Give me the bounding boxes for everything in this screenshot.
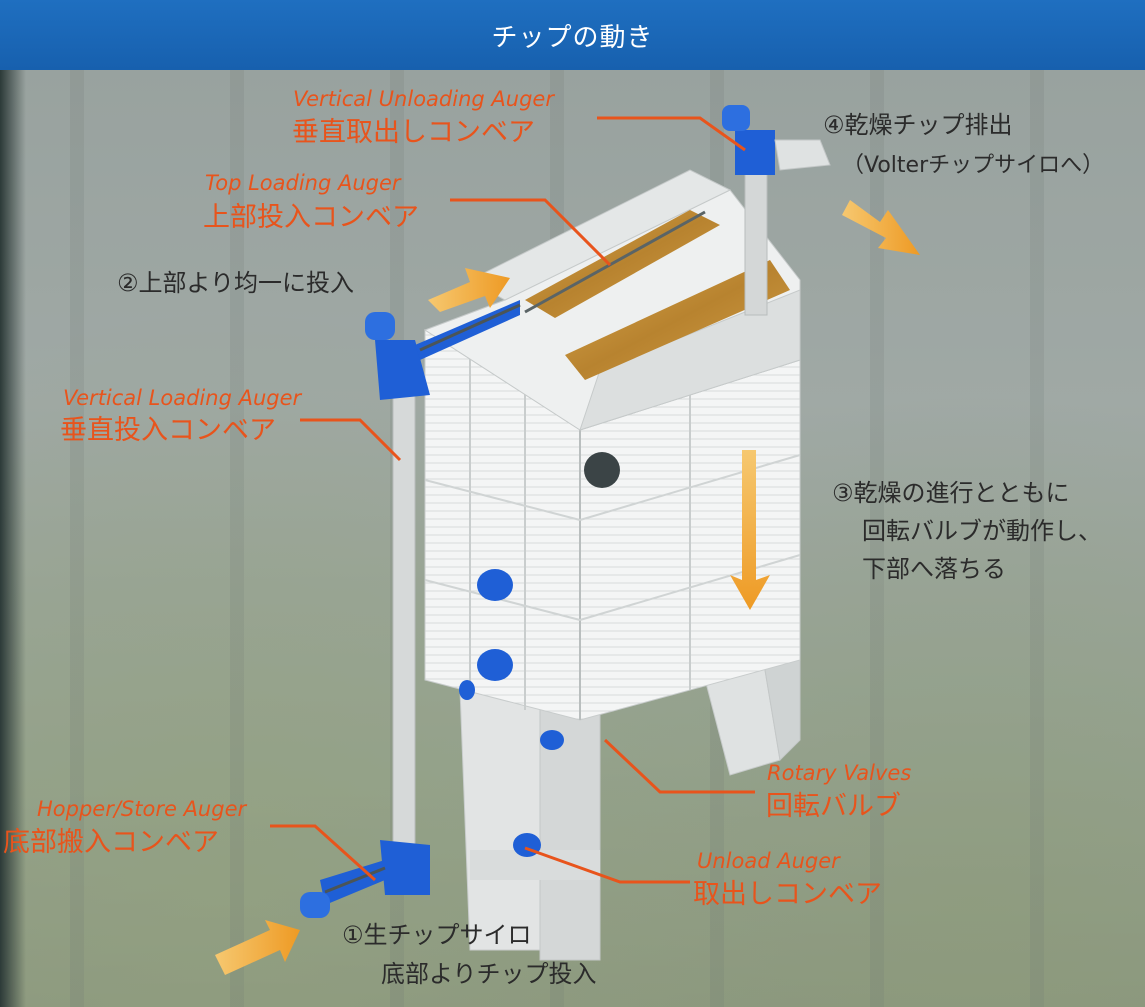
label-top-loading-jp: 上部投入コンベア [203, 202, 419, 233]
arrow-step2 [428, 268, 510, 312]
step3-line2: 回転バルブが動作し、 [862, 517, 1102, 545]
label-vertical-unloading-en: Vertical Unloading Auger [293, 87, 555, 111]
label-rotary-valves-jp: 回転バルブ [766, 791, 901, 822]
label-rotary-valves-en: Rotary Valves [767, 761, 911, 785]
label-hopper-store-jp: 底部搬入コンベア [3, 827, 219, 858]
left-edge-shadow [0, 0, 26, 1007]
step4-line2: （Volterチップサイロへ） [842, 153, 1104, 178]
vertical-loading-auger [365, 300, 521, 846]
step3-line1: ③乾燥の進行とともに [832, 479, 1070, 507]
page-title: チップの動き [0, 0, 1145, 70]
chip-tray-top [525, 210, 720, 318]
label-vertical-loading-jp: 垂直投入コンベア [60, 415, 276, 446]
arrow-step3 [730, 450, 770, 610]
step2-line1: ②上部より均一に投入 [117, 269, 354, 297]
label-vertical-loading-en: Vertical Loading Auger [63, 386, 303, 410]
label-hopper-store-en: Hopper/Store Auger [37, 797, 247, 821]
label-unload-auger-en: Unload Auger [697, 849, 841, 873]
chip-tray-main [565, 260, 790, 380]
hopper-store-auger [300, 840, 430, 918]
label-vertical-unloading-jp: 垂直取出しコンベア [292, 117, 535, 148]
step1-line1: ①生チップサイロ [342, 921, 532, 949]
flow-arrows [215, 200, 920, 975]
step1-line2: 底部よりチップ投入 [381, 960, 597, 988]
arrow-step1 [215, 920, 300, 975]
exhaust-port [584, 452, 620, 488]
label-unload-auger-jp: 取出しコンベア [693, 879, 882, 910]
step4-line1: ④乾燥チップ排出 [823, 111, 1013, 139]
leader-lines [270, 116, 755, 884]
vertical-unloading-auger [722, 105, 831, 316]
label-top-loading-en: Top Loading Auger [205, 171, 402, 195]
step3-line3: 下部へ落ちる [862, 555, 1006, 583]
arrow-step4 [842, 200, 920, 255]
dryer-roof [423, 169, 801, 488]
